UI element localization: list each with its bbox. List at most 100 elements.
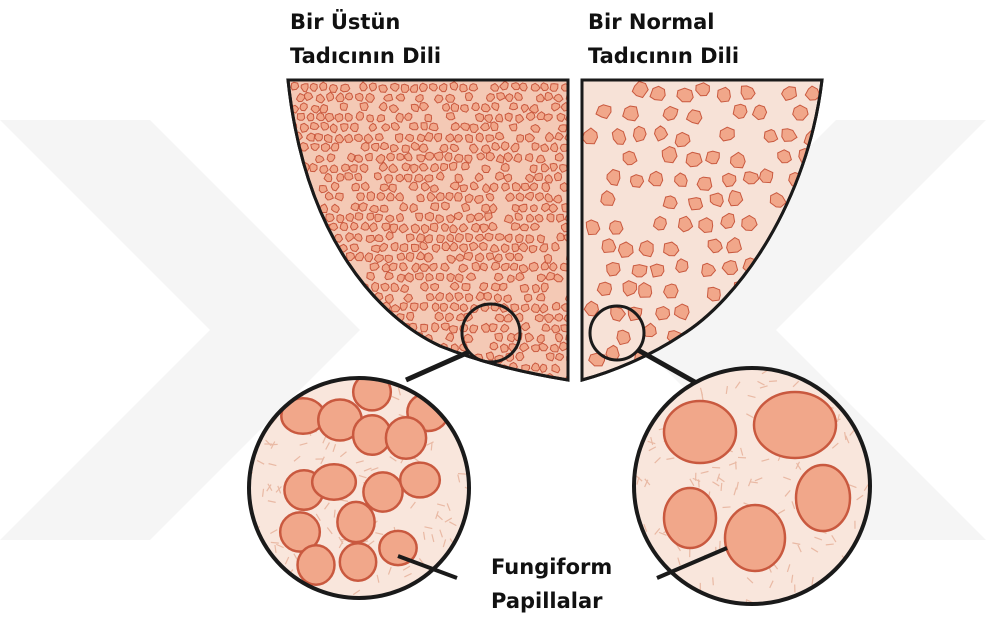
surface-texture-stroke xyxy=(271,542,279,543)
papilla xyxy=(357,193,365,201)
papilla xyxy=(725,505,785,571)
papilla xyxy=(317,113,325,121)
papilla xyxy=(482,204,491,212)
papilla xyxy=(436,215,444,223)
papilla xyxy=(707,287,720,301)
papilla xyxy=(377,353,385,361)
papilla xyxy=(555,314,563,321)
papilla xyxy=(397,354,404,362)
papilla xyxy=(491,283,499,291)
papilla xyxy=(421,324,428,332)
papilla xyxy=(420,264,429,272)
papilla xyxy=(436,273,444,280)
papilla xyxy=(454,154,463,162)
left-tongue-title-line1: Bir Üstün xyxy=(290,5,400,39)
papilla xyxy=(356,93,364,101)
papilla xyxy=(300,103,307,111)
papilla xyxy=(555,172,562,180)
papilla xyxy=(650,264,664,277)
papilla xyxy=(370,364,377,371)
papilla xyxy=(315,253,323,260)
papilla xyxy=(317,273,324,282)
papilla xyxy=(586,220,600,235)
papilla xyxy=(362,302,370,310)
papilla xyxy=(365,355,373,362)
papilla xyxy=(355,155,363,162)
papilla xyxy=(456,374,464,382)
papilla xyxy=(431,185,439,192)
papilla xyxy=(372,144,380,152)
papilla xyxy=(290,182,298,190)
papilla xyxy=(350,165,358,172)
papilla xyxy=(427,294,435,301)
papilla xyxy=(389,343,397,351)
papilla xyxy=(440,164,447,171)
papilla xyxy=(689,198,703,210)
papilla xyxy=(431,283,439,290)
papilla xyxy=(345,93,353,100)
papilla xyxy=(480,263,487,271)
papilla xyxy=(301,224,310,232)
papilla xyxy=(656,307,670,320)
papilla xyxy=(311,245,319,253)
papilla xyxy=(345,113,352,121)
surface-texture-stroke xyxy=(458,474,466,475)
papilla xyxy=(371,324,378,332)
papilla xyxy=(386,417,426,459)
papilla xyxy=(534,173,542,181)
papilla xyxy=(350,362,357,371)
papilla xyxy=(491,262,499,270)
papilla xyxy=(471,223,479,232)
papilla xyxy=(609,221,623,234)
papilla xyxy=(525,294,532,302)
papilla xyxy=(345,274,352,283)
papilla xyxy=(329,85,337,93)
papilla xyxy=(370,302,377,310)
papilla xyxy=(355,134,363,141)
papilla xyxy=(341,305,349,313)
papilla xyxy=(352,183,360,191)
papilla xyxy=(385,255,393,263)
papilla xyxy=(526,235,534,243)
papilla xyxy=(467,214,475,222)
papilla xyxy=(717,87,730,102)
papilla xyxy=(510,103,518,110)
papilla xyxy=(472,103,480,111)
papilla xyxy=(421,123,427,130)
papilla xyxy=(485,233,493,241)
papilla xyxy=(380,205,388,212)
papilla xyxy=(331,363,339,371)
papilla xyxy=(432,303,439,311)
papilla xyxy=(417,134,425,142)
papilla xyxy=(500,283,507,290)
papilla xyxy=(520,224,529,231)
papilla xyxy=(326,214,335,222)
papilla xyxy=(466,234,473,242)
papilla xyxy=(319,186,327,193)
papilla xyxy=(469,363,477,372)
papilla xyxy=(395,334,403,341)
papilla xyxy=(451,103,458,111)
papilla xyxy=(417,194,424,202)
papilla xyxy=(290,144,298,152)
papilla xyxy=(531,205,538,212)
papilla xyxy=(369,83,376,91)
papilla xyxy=(321,265,328,273)
papilla xyxy=(446,94,455,102)
papilla xyxy=(501,344,509,352)
papilla xyxy=(449,162,456,170)
papilla xyxy=(519,204,527,212)
papilla xyxy=(477,153,485,160)
papilla xyxy=(359,363,368,370)
papilla xyxy=(386,334,394,342)
papilla xyxy=(810,307,824,321)
papilla xyxy=(397,213,404,221)
papilla xyxy=(415,354,423,362)
papilla xyxy=(697,177,712,190)
papilla xyxy=(375,173,382,180)
papilla xyxy=(337,215,344,223)
papilla xyxy=(421,224,429,233)
papilla xyxy=(402,163,410,171)
papilla xyxy=(370,343,378,351)
papilla xyxy=(552,325,560,333)
